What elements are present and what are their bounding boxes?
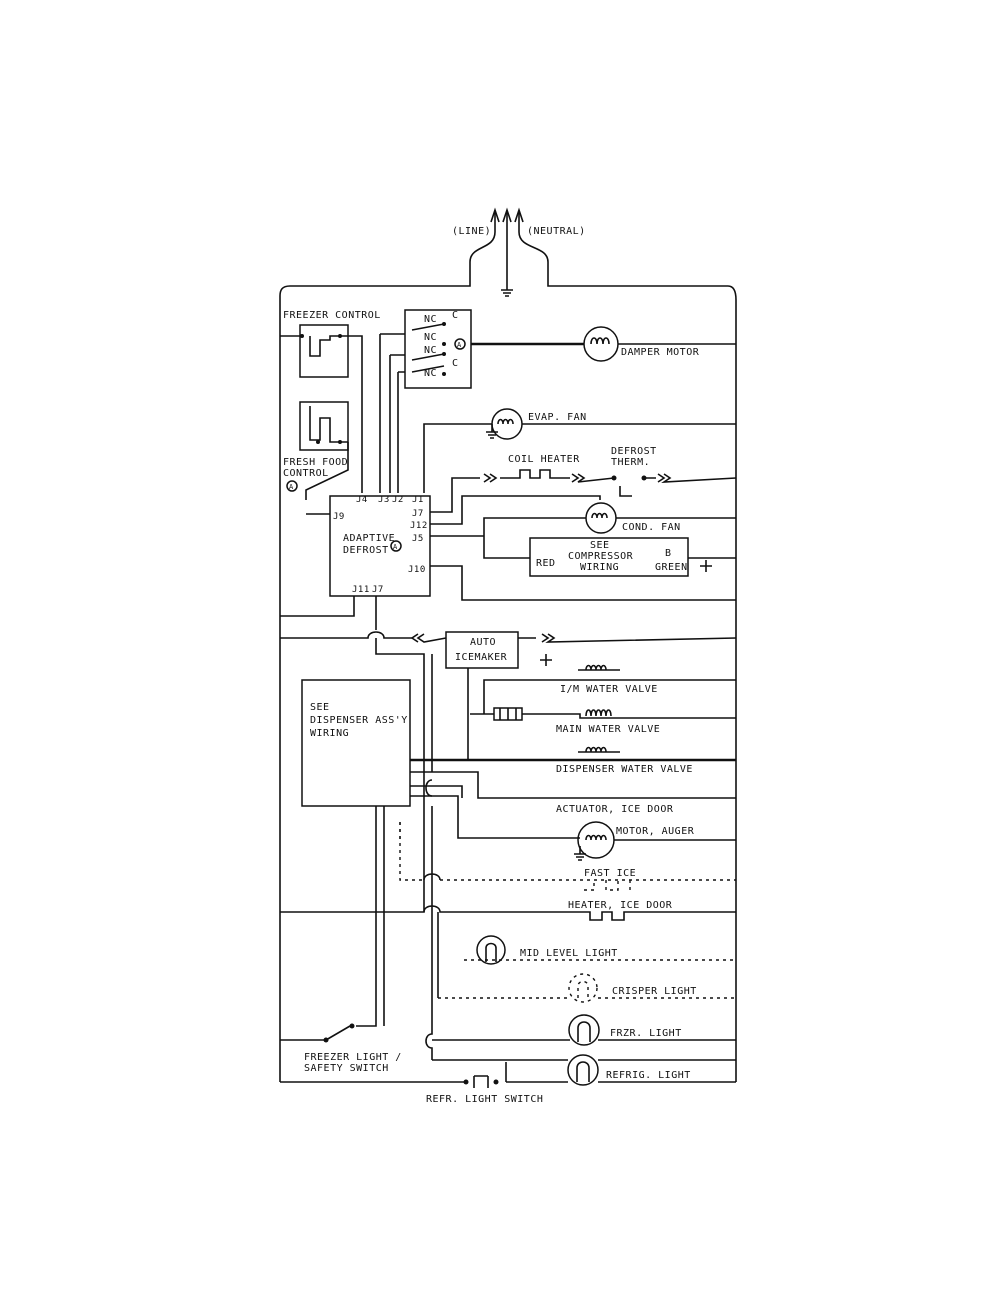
compressor-red: RED <box>536 558 556 569</box>
defrost-therm-label-2: THERM. <box>611 457 650 468</box>
im-water-valve-label: I/M WATER VALVE <box>560 684 658 695</box>
damper-motor: DAMPER MOTOR <box>583 326 736 362</box>
relay-nc-3: NC <box>424 345 437 356</box>
evap-fan: EVAP. FAN <box>423 408 736 493</box>
dispenser-water-valve-label: DISPENSER WATER VALVE <box>556 764 693 775</box>
auto-icemaker: AUTO ICEMAKER <box>280 631 737 760</box>
pin-j3: J3 <box>378 495 390 505</box>
actuator-auger: ACTUATOR, ICE DOOR MOTOR, AUGER <box>556 804 736 861</box>
fresh-food-marker: A <box>289 483 294 491</box>
fast-ice-label: FAST ICE <box>584 868 636 879</box>
pin-j5: J5 <box>412 534 424 544</box>
damper-relay: NC NC NC NC C C A <box>379 309 584 493</box>
compressor-label-3: WIRING <box>580 562 619 573</box>
compressor-b: B <box>665 548 672 559</box>
frzr-light-label: FRZR. LIGHT <box>610 1028 682 1039</box>
dispenser-label-2: DISPENSER ASS'Y <box>310 715 408 726</box>
freezer-light-switch-label-1: FREEZER LIGHT / <box>304 1052 402 1063</box>
pin-j11: J11 <box>352 585 370 595</box>
fresh-food-label-2: CONTROL <box>283 468 329 479</box>
dispenser-assembly: SEE DISPENSER ASS'Y WIRING <box>301 679 736 839</box>
relay-c-2: C <box>452 358 459 369</box>
icemaker-label-1: AUTO <box>470 637 496 648</box>
bus-wires <box>399 654 439 998</box>
freezer-light-switch-label-2: SAFETY SWITCH <box>304 1063 389 1074</box>
dispenser-label-1: SEE <box>310 702 330 713</box>
relay-nc-1: NC <box>424 314 437 325</box>
freezer-control-label: FREEZER CONTROL <box>283 310 381 321</box>
cond-fan-label: COND. FAN <box>622 522 681 533</box>
coil-heater-label: COIL HEATER <box>508 454 580 465</box>
compressor-label-2: COMPRESSOR <box>568 551 634 562</box>
pin-j12: J12 <box>410 521 428 531</box>
adaptive-defrost-board: J4 J3 J2 J1 J9 J7 J12 J5 J10 J11 J7 ADAP… <box>280 495 736 630</box>
heater-ice-door: HEATER, ICE DOOR <box>280 900 736 921</box>
line-label: (LINE) <box>452 226 491 237</box>
fast-ice: FAST ICE <box>399 822 736 891</box>
neutral-label: (NEUTRAL) <box>527 226 586 237</box>
adaptive-label-2: DEFROST <box>343 545 389 556</box>
damper-motor-label: DAMPER MOTOR <box>621 347 700 358</box>
icemaker-label-2: ICEMAKER <box>455 652 508 663</box>
mid-level-light: MID LEVEL LIGHT <box>464 935 736 965</box>
water-valves: I/M WATER VALVE MAIN WATER VALVE DISPENS… <box>410 664 736 775</box>
pin-j7-bottom: J7 <box>372 585 384 595</box>
pin-j10: J10 <box>408 565 426 575</box>
refrig-light: REFRIG. LIGHT REFR. LIGHT SWITCH <box>280 1054 736 1105</box>
relay-c-1: C <box>452 310 459 321</box>
freezer-control: FREEZER CONTROL <box>280 310 381 493</box>
crisper-light-label: CRISPER LIGHT <box>612 986 697 997</box>
defrost-therm-label-1: DEFROST <box>611 446 657 457</box>
pin-j4: J4 <box>356 495 368 505</box>
pin-j9: J9 <box>333 512 345 522</box>
pin-j2: J2 <box>392 495 404 505</box>
heater-ice-door-label: HEATER, ICE DOOR <box>568 900 673 911</box>
compressor-wiring: SEE COMPRESSOR WIRING B GREEN RED <box>483 536 736 577</box>
compressor-label-1: SEE <box>590 540 610 551</box>
power-supply: (LINE) (NEUTRAL) <box>279 207 737 1082</box>
adaptive-label-1: ADAPTIVE <box>343 533 395 544</box>
frzr-light: FREEZER LIGHT / SAFETY SWITCH FRZR. LIGH… <box>280 806 736 1074</box>
evap-fan-label: EVAP. FAN <box>528 412 587 423</box>
refrig-light-label: REFRIG. LIGHT <box>606 1070 691 1081</box>
actuator-ice-door-label: ACTUATOR, ICE DOOR <box>556 804 674 815</box>
cond-fan: COND. FAN <box>483 502 736 536</box>
pin-j1: J1 <box>412 495 424 505</box>
coil-heater: COIL HEATER DEFROST THERM. <box>451 446 737 500</box>
main-water-valve-label: MAIN WATER VALVE <box>556 724 660 735</box>
crisper-light: CRISPER LIGHT <box>438 973 736 1003</box>
motor-auger-label: MOTOR, AUGER <box>616 826 695 837</box>
pin-j7: J7 <box>412 509 424 519</box>
refr-light-switch-label: REFR. LIGHT SWITCH <box>426 1094 543 1105</box>
relay-nc-2: NC <box>424 332 437 343</box>
dispenser-label-3: WIRING <box>310 728 349 739</box>
compressor-green: GREEN <box>655 562 688 573</box>
fresh-food-label-1: FRESH FOOD <box>283 457 348 468</box>
fresh-food-control: FRESH FOOD CONTROL A <box>283 401 349 500</box>
relay-marker: A <box>457 341 462 349</box>
adaptive-marker: A <box>393 543 398 551</box>
mid-level-light-label: MID LEVEL LIGHT <box>520 948 618 959</box>
relay-nc-4: NC <box>424 368 437 379</box>
